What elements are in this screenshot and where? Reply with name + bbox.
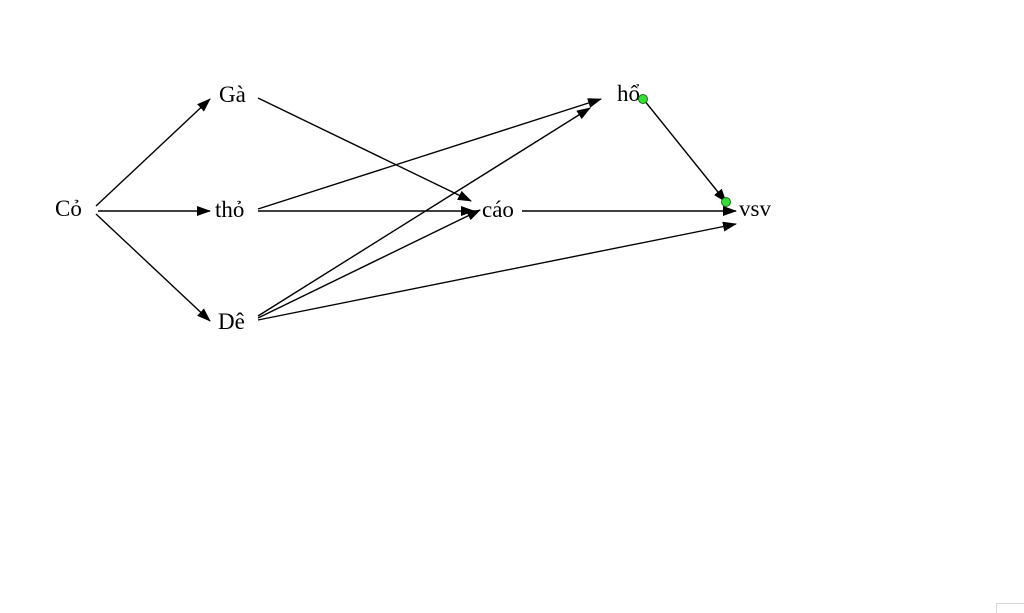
node-layer: Cỏ Gà thỏ Dê cáo hổ vsv bbox=[55, 81, 771, 334]
connector-end-handle[interactable] bbox=[721, 197, 731, 207]
node-ho[interactable]: hổ bbox=[617, 81, 640, 106]
edge-de-ho[interactable] bbox=[257, 107, 591, 317]
window-corner-mark bbox=[996, 603, 1024, 613]
edge-tho-ho[interactable] bbox=[257, 98, 602, 210]
edge-ga-cao[interactable] bbox=[257, 97, 472, 202]
edge-co-ga[interactable] bbox=[95, 98, 211, 207]
node-vsv[interactable]: vsv bbox=[739, 196, 771, 221]
edge-de-vsv[interactable] bbox=[257, 221, 737, 321]
node-tho[interactable]: thỏ bbox=[215, 197, 244, 222]
node-ga[interactable]: Gà bbox=[219, 82, 246, 107]
node-co[interactable]: Cỏ bbox=[55, 196, 82, 221]
edge-ho-vsv[interactable] bbox=[643, 99, 727, 203]
edge-layer bbox=[95, 97, 737, 322]
node-de[interactable]: Dê bbox=[218, 309, 245, 334]
selection-handles bbox=[638, 94, 731, 207]
edge-co-de[interactable] bbox=[95, 213, 211, 322]
connector-start-handle[interactable] bbox=[638, 94, 648, 104]
edge-de-cao[interactable] bbox=[257, 209, 481, 319]
node-cao[interactable]: cáo bbox=[482, 197, 514, 222]
